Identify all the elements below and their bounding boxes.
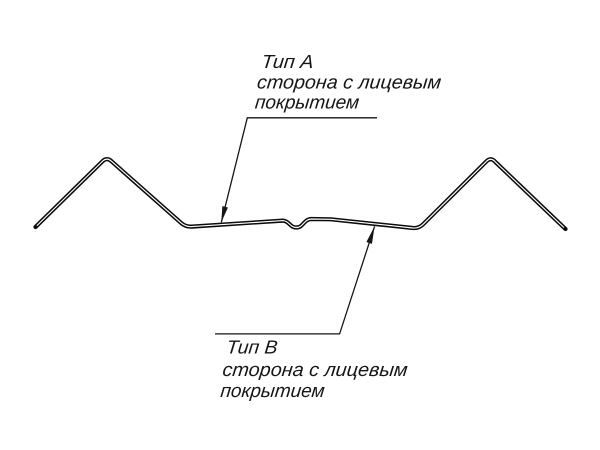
svg-text:сторона с лицевым: сторона с лицевым (256, 73, 442, 94)
svg-text:покрытием: покрытием (219, 381, 325, 402)
svg-text:покрытием: покрытием (254, 93, 360, 114)
svg-text:Тип В: Тип В (225, 337, 278, 358)
svg-text:сторона с лицевым: сторона с лицевым (221, 360, 408, 381)
svg-text:Тип А: Тип А (260, 52, 314, 73)
